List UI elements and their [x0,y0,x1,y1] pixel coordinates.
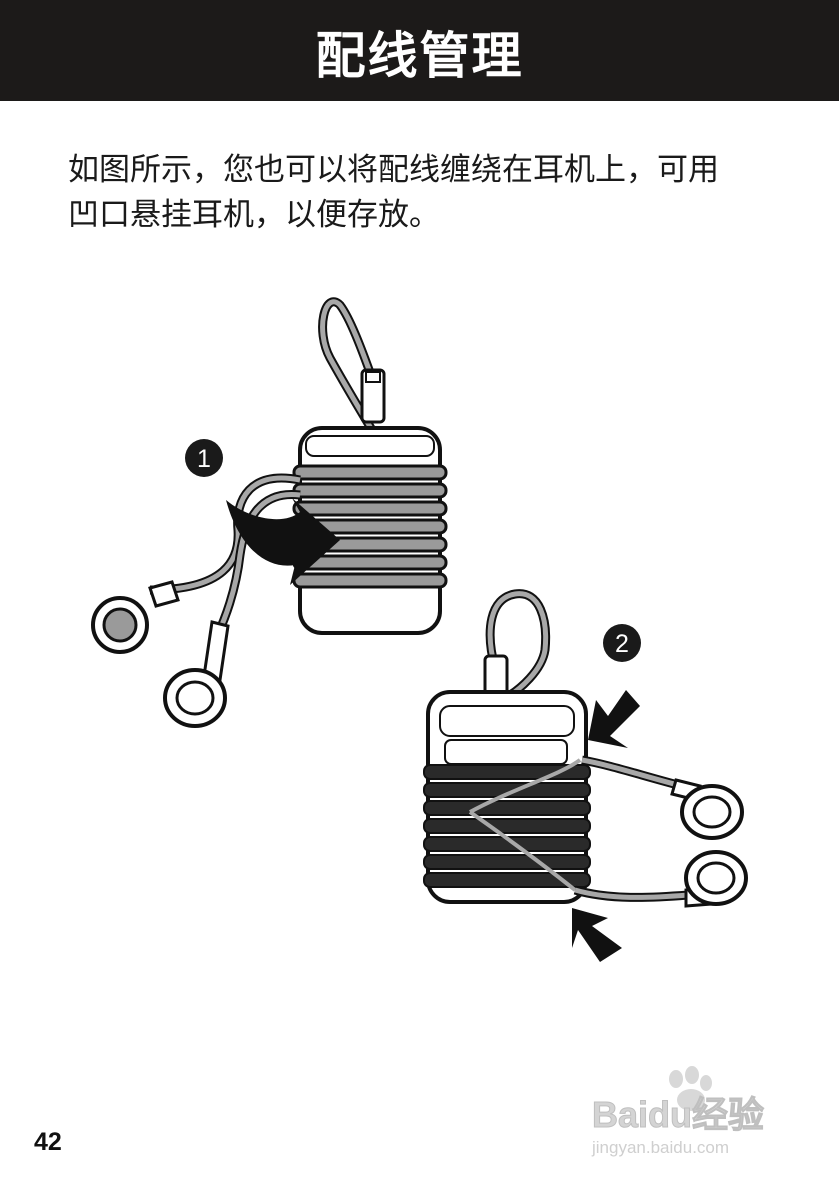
watermark-url: jingyan.baidu.com [591,1138,729,1157]
pointer-arrow-bottom [572,908,622,962]
step-2-figure: 2 [423,589,748,962]
cord-wrap-illustration: 1 [91,297,748,962]
watermark-brand: Baidu经验 [592,1094,764,1135]
pointer-arrow-top [588,690,640,748]
step-1-figure: 1 [91,297,448,728]
earbud-right-1 [163,620,230,728]
paw-logo-icon [669,1066,712,1111]
instruction-line-2: 凹口悬挂耳机，以便存放。 [68,197,440,233]
earbud-bottom-2 [684,850,748,908]
step-2-marker [603,624,641,662]
page-number: 42 [34,1128,62,1156]
earbud-top-2 [670,778,744,840]
header-bar [0,0,839,101]
instruction-text: 如图所示，您也可以将配线缠绕在耳机上，可用 凹口悬挂耳机，以便存放。 [68,148,768,238]
step-1-marker-label: 1 [197,445,211,473]
page-title: 配线管理 [315,27,524,85]
cable-wraps-2 [423,764,591,888]
step-2-marker-label: 2 [615,630,629,658]
instruction-line-1: 如图所示，您也可以将配线缠绕在耳机上，可用 [68,152,719,188]
step-1-marker [185,439,223,477]
earbud-left-1 [91,580,180,654]
baidu-jingyan-watermark: Baidu经验 jingyan.baidu.com [591,1066,765,1157]
